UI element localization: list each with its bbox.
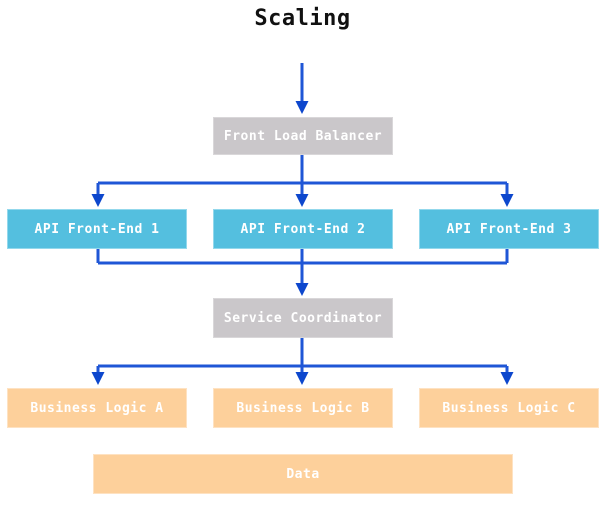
- node-front-load-balancer: Front Load Balancer: [213, 117, 393, 155]
- node-business-logic-a: Business Logic A: [7, 388, 187, 428]
- node-business-logic-a-label: Business Logic A: [30, 400, 164, 416]
- node-service-coordinator: Service Coordinator: [213, 298, 393, 338]
- node-api-front-end-1: API Front-End 1: [7, 209, 187, 249]
- node-data-label: Data: [286, 466, 320, 482]
- node-api-front-end-2-label: API Front-End 2: [240, 221, 366, 237]
- edge-front-load-balancer-to-api-front-ends: [91, 155, 514, 207]
- node-api-front-end-3-label: API Front-End 3: [446, 221, 572, 237]
- edge-api-front-ends-to-service-coordinator: [96, 249, 509, 296]
- node-api-front-end-3: API Front-End 3: [419, 209, 599, 249]
- node-business-logic-c-label: Business Logic C: [442, 400, 576, 416]
- node-business-logic-c: Business Logic C: [419, 388, 599, 428]
- node-api-front-end-1-label: API Front-End 1: [34, 221, 160, 237]
- node-data: Data: [93, 454, 513, 494]
- node-api-front-end-2: API Front-End 2: [213, 209, 393, 249]
- edge-service-coordinator-to-business-logic: [91, 338, 514, 385]
- edge-top-to-front-load-balancer: [295, 63, 309, 114]
- node-service-coordinator-label: Service Coordinator: [223, 310, 383, 326]
- node-business-logic-b: Business Logic B: [213, 388, 393, 428]
- node-front-load-balancer-label: Front Load Balancer: [223, 128, 383, 144]
- diagram-title: Scaling: [254, 6, 351, 31]
- node-business-logic-b-label: Business Logic B: [236, 400, 370, 416]
